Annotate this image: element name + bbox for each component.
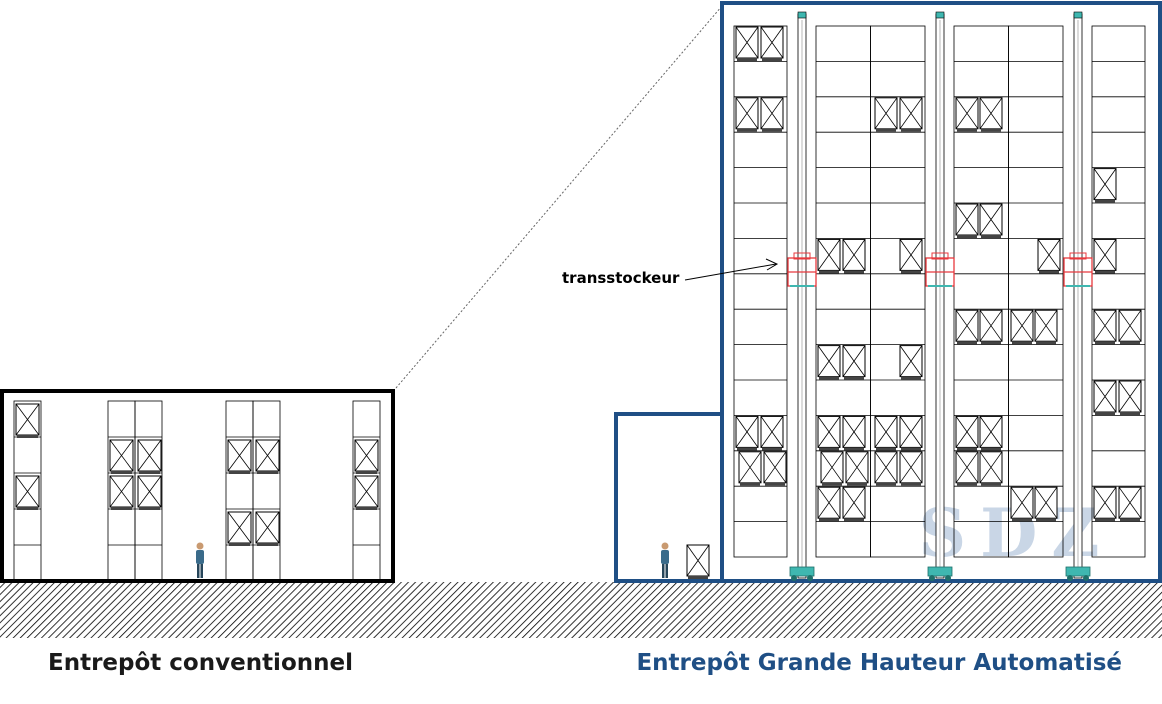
pallet-box-icon bbox=[979, 309, 1003, 345]
pallet-box-icon bbox=[735, 97, 759, 132]
pallet-box-icon bbox=[255, 511, 280, 546]
pallet-box-icon bbox=[874, 451, 898, 486]
pallet-box-icon bbox=[760, 97, 784, 132]
pallet-box-icon bbox=[955, 309, 979, 345]
pallet-box-icon bbox=[1037, 238, 1061, 274]
pallet-box-icon bbox=[899, 345, 923, 380]
stacker-crane bbox=[1063, 11, 1093, 581]
high-bay-frame bbox=[720, 1, 1162, 583]
pallet-box-icon bbox=[1034, 309, 1058, 345]
pallet-box-icon bbox=[817, 415, 841, 451]
pallet-box-icon bbox=[899, 238, 923, 274]
pallet-box-icon bbox=[842, 415, 866, 451]
crane-carriage bbox=[1063, 252, 1093, 287]
pallet-box-icon bbox=[760, 26, 784, 61]
pallet-box-icon bbox=[1010, 486, 1034, 522]
pallet-box-icon bbox=[760, 415, 784, 451]
pallet-box-icon bbox=[842, 238, 866, 274]
pallet-box-icon bbox=[686, 544, 710, 579]
pallet-box-icon bbox=[735, 415, 759, 451]
zoom-guide-line bbox=[395, 5, 723, 389]
pallet-box-icon bbox=[1093, 486, 1117, 522]
stacker-crane bbox=[925, 11, 955, 581]
pallet-box-icon bbox=[735, 26, 759, 61]
conventional-warehouse bbox=[0, 389, 395, 583]
pallet-box-icon bbox=[817, 345, 841, 380]
pallet-box-icon bbox=[109, 475, 134, 510]
automated-warehouse-caption: Entrepôt Grande Hauteur Automatisé bbox=[636, 650, 1122, 676]
rack-column bbox=[733, 25, 788, 558]
pallet-box-icon bbox=[137, 475, 162, 510]
pallet-box-icon bbox=[227, 439, 252, 474]
pallet-box-icon bbox=[1118, 380, 1142, 415]
pallet-box-icon bbox=[955, 415, 979, 451]
pallet-box-icon bbox=[899, 451, 923, 486]
pallet-box-icon bbox=[1093, 168, 1117, 203]
pallet-box-icon bbox=[842, 486, 866, 522]
stacker-crane bbox=[787, 11, 817, 581]
pallet-box-icon bbox=[738, 451, 762, 486]
rack-column bbox=[953, 25, 1064, 558]
pallet-box-icon bbox=[15, 403, 40, 438]
pallet-box-icon bbox=[227, 511, 252, 546]
pallet-box-icon bbox=[817, 238, 841, 274]
pallet-box-icon bbox=[955, 97, 979, 132]
pallet-box-icon bbox=[955, 203, 979, 238]
pallet-box-icon bbox=[817, 486, 841, 522]
pallet-box-icon bbox=[137, 439, 162, 474]
pallet-box-icon bbox=[874, 97, 898, 132]
pallet-box-icon bbox=[686, 544, 710, 579]
pallet-box-icon bbox=[354, 439, 379, 474]
automated-warehouse bbox=[614, 1, 1162, 583]
pallet-box-icon bbox=[255, 439, 280, 474]
pallet-box-icon bbox=[842, 345, 866, 380]
rack-column bbox=[815, 25, 926, 558]
person-icon bbox=[661, 542, 669, 578]
stacker-crane-callout bbox=[684, 258, 779, 281]
pallet-box-icon bbox=[874, 415, 898, 451]
pallet-box-icon bbox=[979, 451, 1003, 486]
pallet-box-icon bbox=[1093, 238, 1117, 274]
conventional-warehouse-caption: Entrepôt conventionnel bbox=[48, 650, 353, 676]
pallet-box-icon bbox=[1093, 309, 1117, 345]
crane-base bbox=[1065, 566, 1091, 581]
pallet-box-icon bbox=[15, 475, 40, 510]
pallet-box-icon bbox=[955, 451, 979, 486]
pallet-box-icon bbox=[979, 415, 1003, 451]
pallet-box-icon bbox=[1010, 309, 1034, 345]
crane-carriage bbox=[787, 252, 817, 287]
crane-carriage bbox=[925, 252, 955, 287]
stacker-crane-label: transstockeur bbox=[562, 269, 680, 287]
pallet-box-icon bbox=[1034, 486, 1058, 522]
ground bbox=[0, 582, 1162, 638]
pallet-box-icon bbox=[899, 97, 923, 132]
pallet-box-icon bbox=[820, 451, 844, 486]
rack-column bbox=[225, 400, 281, 581]
pallet-box-icon bbox=[845, 451, 869, 486]
pallet-box-icon bbox=[1093, 380, 1117, 415]
pallet-box-icon bbox=[1118, 486, 1142, 522]
pallet-box-icon bbox=[763, 451, 787, 486]
watermark: SDZ bbox=[918, 494, 1113, 572]
pallet-box-icon bbox=[979, 97, 1003, 132]
conventional-frame bbox=[0, 389, 395, 583]
person-icon bbox=[196, 542, 204, 578]
pallet-box-icon bbox=[979, 203, 1003, 238]
pallet-box-icon bbox=[354, 475, 379, 510]
crane-base bbox=[789, 566, 815, 581]
pallet-box-icon bbox=[109, 439, 134, 474]
rack-column bbox=[1091, 25, 1146, 558]
pallet-box-icon bbox=[1118, 309, 1142, 345]
crane-base bbox=[927, 566, 953, 581]
pallet-box-icon bbox=[899, 415, 923, 451]
